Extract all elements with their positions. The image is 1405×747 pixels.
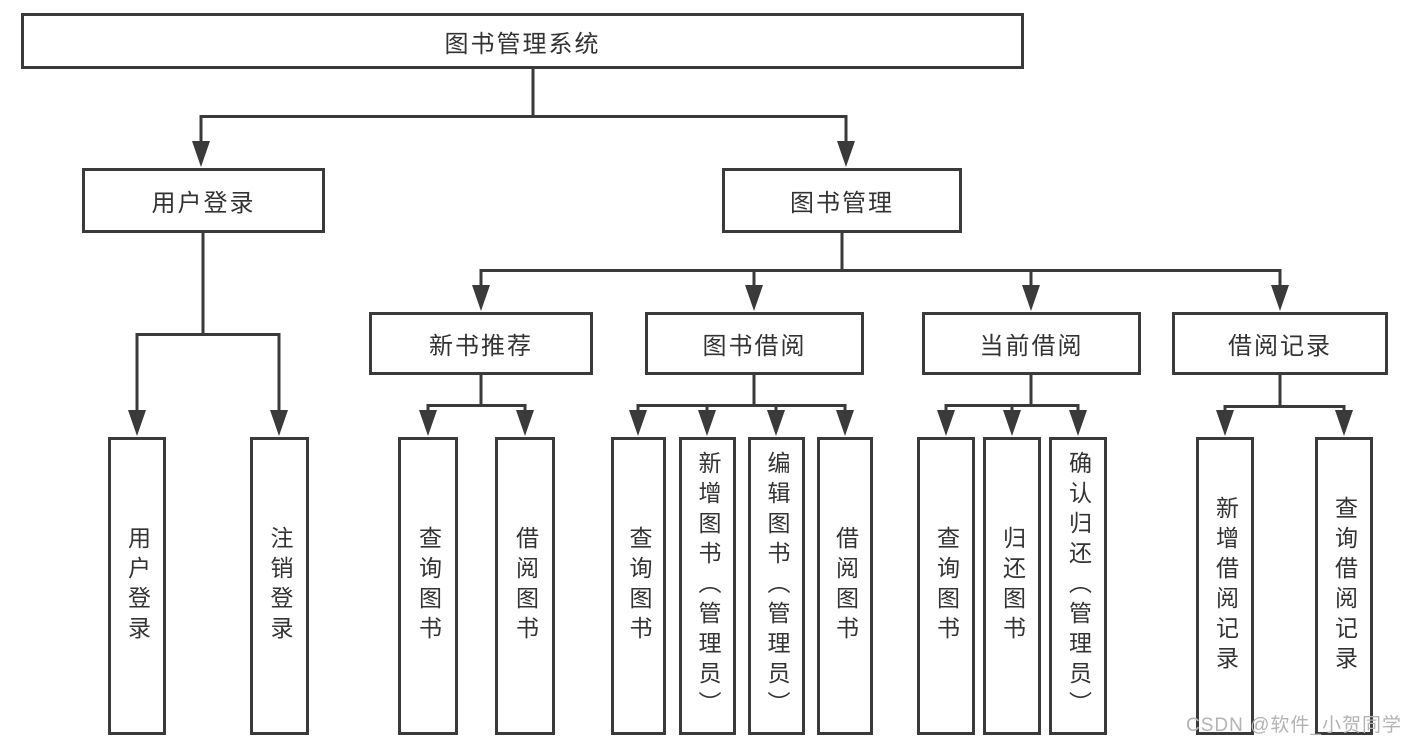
node-label: 新书推荐 <box>429 333 533 360</box>
leaf-query-books-current: 查询图书 <box>917 437 975 735</box>
leaf-borrow-books-borrowing: 借阅图书 <box>817 437 873 735</box>
node-label: 编辑图书（管理员） <box>764 451 790 721</box>
node-label: 图书管理系统 <box>444 30 601 58</box>
node-label: 归还图书 <box>999 526 1026 646</box>
node-book-borrowing: 图书借阅 <box>645 312 864 375</box>
leaf-query-borrow-record: 查询借阅记录 <box>1315 437 1373 735</box>
leaf-confirm-return-admin: 确认归还（管理员） <box>1049 437 1107 735</box>
node-label: 当前借阅 <box>979 333 1084 360</box>
node-label: 用户登录 <box>151 190 256 217</box>
node-label: 查询图书 <box>415 526 442 646</box>
node-label: 查询借阅记录 <box>1331 496 1358 676</box>
arrowheads <box>128 141 1353 436</box>
node-label: 确认归还（管理员） <box>1065 451 1092 721</box>
node-label: 查询图书 <box>626 526 652 646</box>
node-label: 图书借阅 <box>702 333 807 360</box>
leaf-borrow-books-recommend: 借阅图书 <box>495 437 555 735</box>
leaf-return-books: 归还图书 <box>983 437 1041 735</box>
node-library-system: 图书管理系统 <box>21 13 1024 69</box>
node-label: 图书管理 <box>790 190 894 217</box>
leaf-add-books-admin: 新增图书（管理员） <box>679 437 736 735</box>
node-label: 新增借阅记录 <box>1212 496 1239 676</box>
leaf-edit-books-admin: 编辑图书（管理员） <box>748 437 805 735</box>
leaf-user-login: 用户登录 <box>108 437 166 735</box>
leaf-add-borrow-record: 新增借阅记录 <box>1196 437 1254 735</box>
node-label: 借阅图书 <box>832 526 859 646</box>
node-user-login: 用户登录 <box>82 168 325 233</box>
node-borrowing-records: 借阅记录 <box>1172 312 1388 375</box>
node-label: 用户登录 <box>124 526 151 646</box>
node-label: 注销登录 <box>267 526 293 646</box>
watermark: CSDN @软件_小贺同学 <box>1186 715 1402 736</box>
node-new-book-recommend: 新书推荐 <box>369 312 593 375</box>
node-label: 借阅记录 <box>1228 333 1332 360</box>
node-book-management: 图书管理 <box>722 168 962 233</box>
leaf-logout-login: 注销登录 <box>250 437 309 735</box>
node-current-borrowing: 当前借阅 <box>922 312 1141 375</box>
leaf-query-books-borrowing: 查询图书 <box>611 437 666 735</box>
node-label: 查询图书 <box>933 526 960 646</box>
node-label: 借阅图书 <box>512 526 539 646</box>
leaf-query-books-recommend: 查询图书 <box>398 437 458 735</box>
node-label: 新增图书（管理员） <box>695 451 721 721</box>
